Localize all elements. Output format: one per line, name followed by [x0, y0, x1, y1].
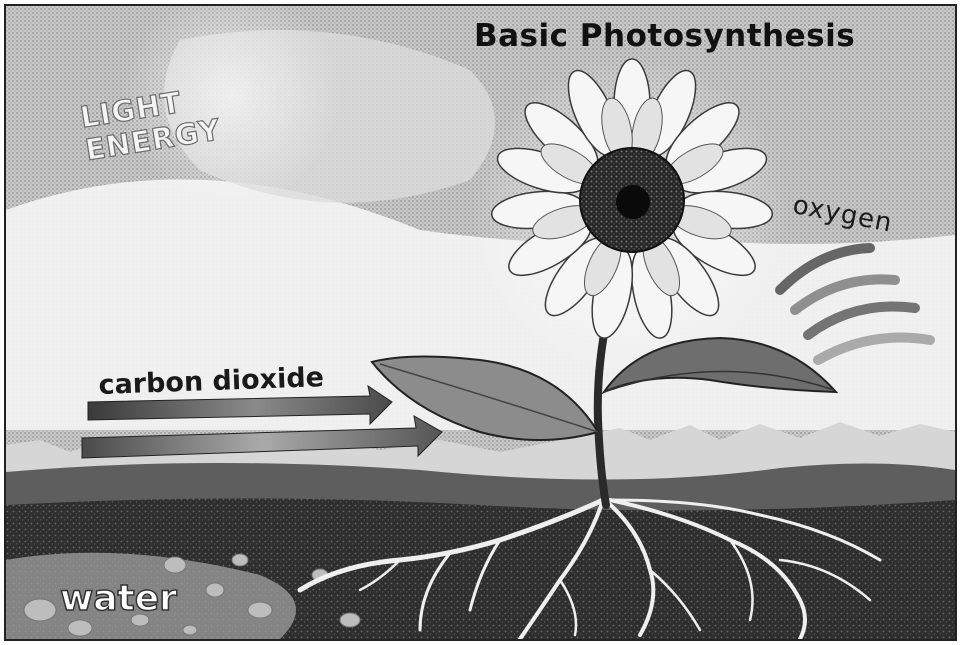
flower-center-core — [616, 185, 650, 219]
diagram-title: Basic Photosynthesis — [474, 18, 855, 54]
water-label: water — [60, 578, 177, 619]
